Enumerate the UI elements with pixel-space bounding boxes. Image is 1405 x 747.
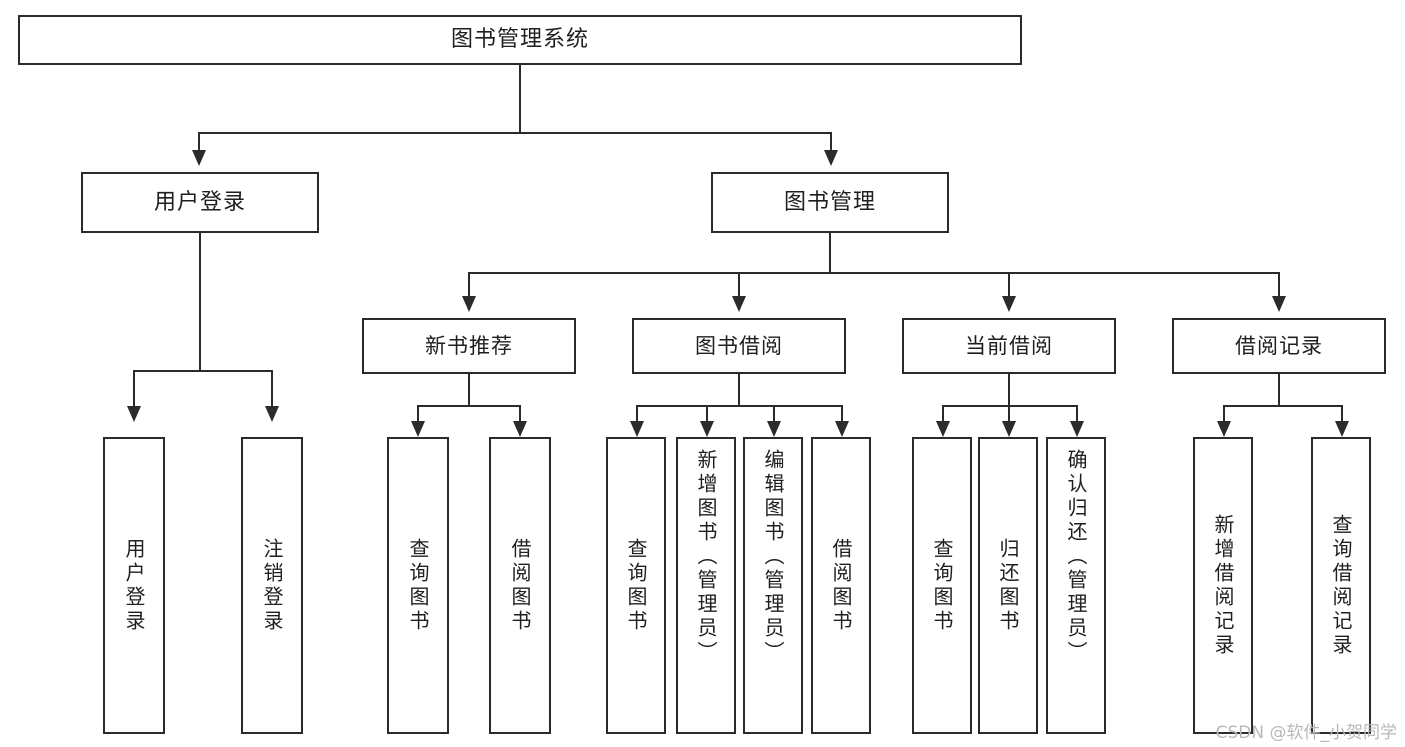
arrowhead-leaf-query-book-3 — [936, 421, 950, 437]
arrowhead-leaf-borrow-book-1 — [513, 421, 527, 437]
node-label: 借阅图书 — [829, 537, 853, 634]
connector-current-borrow-drop-2 — [1008, 405, 1010, 423]
arrowhead-leaf-add-record — [1217, 421, 1231, 437]
connector-new-book-bus — [417, 405, 520, 407]
node-label: 图书管理系统 — [450, 27, 589, 53]
node-label: 查询图书 — [930, 537, 954, 634]
node-label: 图书借阅 — [695, 333, 783, 358]
node-label: 新增图书（管理员） — [694, 449, 718, 665]
connector-to-current-borrow — [1008, 272, 1010, 298]
connector-borrow-record-stem — [1278, 374, 1280, 406]
connector-current-borrow-stem — [1008, 374, 1010, 406]
arrowhead-leaf-add-book — [700, 421, 714, 437]
node-label: 确认归还（管理员） — [1064, 449, 1088, 665]
watermark-text: CSDN @软件_小贺同学 — [1215, 723, 1397, 743]
connector-to-user-login — [198, 132, 200, 152]
leaf-logout: 注销登录 — [241, 437, 303, 734]
node-label: 图书管理 — [783, 189, 876, 215]
node-book-borrow: 图书借阅 — [632, 318, 846, 374]
connector-root-bus — [198, 132, 832, 134]
connector-user-login-right-drop — [271, 370, 273, 408]
connector-borrow-record-drop-1 — [1223, 405, 1225, 423]
arrowhead-book-borrow — [732, 296, 746, 312]
node-label: 当前借阅 — [965, 333, 1053, 358]
connector-book-borrow-drop-4 — [841, 405, 843, 423]
node-label: 用户登录 — [153, 189, 246, 215]
arrowhead-leaf-borrow-book-2 — [835, 421, 849, 437]
leaf-borrow-book-new: 借阅图书 — [489, 437, 551, 734]
node-user-login: 用户登录 — [81, 172, 319, 233]
arrowhead-leaf-edit-book — [767, 421, 781, 437]
arrowhead-current-borrow — [1002, 296, 1016, 312]
node-label: 新书推荐 — [425, 333, 513, 358]
connector-user-login-bus — [133, 370, 272, 372]
node-borrow-record: 借阅记录 — [1172, 318, 1386, 374]
arrowhead-leaf-query-book-1 — [411, 421, 425, 437]
arrowhead-leaf-confirm-return — [1070, 421, 1084, 437]
node-label: 查询借阅记录 — [1329, 513, 1353, 658]
connector-new-book-drop-1 — [417, 405, 419, 423]
connector-user-login-stem — [199, 233, 201, 371]
connector-book-borrow-stem — [738, 374, 740, 406]
arrowhead-leaf-return-book — [1002, 421, 1016, 437]
leaf-user-login: 用户登录 — [103, 437, 165, 734]
node-label: 用户登录 — [122, 537, 146, 634]
leaf-return-book: 归还图书 — [978, 437, 1038, 734]
node-label: 查询图书 — [624, 537, 648, 634]
leaf-query-borrow-record: 查询借阅记录 — [1311, 437, 1371, 734]
node-label: 借阅图书 — [508, 537, 532, 634]
connector-new-book-drop-2 — [519, 405, 521, 423]
connector-current-borrow-drop-3 — [1076, 405, 1078, 423]
connector-borrow-record-drop-2 — [1341, 405, 1343, 423]
leaf-confirm-return-admin: 确认归还（管理员） — [1046, 437, 1106, 734]
node-label: 查询图书 — [406, 537, 430, 634]
leaf-borrow-book-borrow: 借阅图书 — [811, 437, 871, 734]
leaf-query-book-borrow: 查询图书 — [606, 437, 666, 734]
connector-book-borrow-drop-2 — [706, 405, 708, 423]
node-new-book-recommend: 新书推荐 — [362, 318, 576, 374]
leaf-edit-book-admin: 编辑图书（管理员） — [743, 437, 803, 734]
connector-root-stem — [519, 65, 521, 133]
connector-to-borrow-record — [1278, 272, 1280, 298]
arrowhead-borrow-record — [1272, 296, 1286, 312]
connector-level3-bus — [468, 272, 1280, 274]
connector-book-borrow-drop-3 — [773, 405, 775, 423]
connector-to-new-book — [468, 272, 470, 298]
connector-book-borrow-bus — [636, 405, 843, 407]
connector-borrow-record-bus — [1223, 405, 1343, 407]
connector-current-borrow-drop-1 — [942, 405, 944, 423]
connector-to-book-mgmt — [830, 132, 832, 152]
connector-to-book-borrow — [738, 272, 740, 298]
connector-user-login-left-drop — [133, 370, 135, 408]
node-label: 借阅记录 — [1235, 333, 1323, 358]
node-label: 编辑图书（管理员） — [761, 449, 785, 665]
arrowhead-new-book — [462, 296, 476, 312]
connector-new-book-stem — [468, 374, 470, 406]
arrowhead-leaf-query-record — [1335, 421, 1349, 437]
connector-book-borrow-drop-1 — [636, 405, 638, 423]
connector-book-mgmt-stem — [829, 233, 831, 273]
arrowhead-user-login — [192, 150, 206, 166]
node-root-system: 图书管理系统 — [18, 15, 1022, 65]
arrowhead-leaf-logout — [265, 406, 279, 422]
leaf-add-borrow-record: 新增借阅记录 — [1193, 437, 1253, 734]
node-book-management: 图书管理 — [711, 172, 949, 233]
node-label: 新增借阅记录 — [1211, 513, 1235, 658]
node-label: 归还图书 — [996, 537, 1020, 634]
leaf-query-book-new: 查询图书 — [387, 437, 449, 734]
arrowhead-leaf-user-login — [127, 406, 141, 422]
node-label: 注销登录 — [260, 537, 284, 634]
arrowhead-leaf-query-book-2 — [630, 421, 644, 437]
arrowhead-book-mgmt — [824, 150, 838, 166]
leaf-add-book-admin: 新增图书（管理员） — [676, 437, 736, 734]
leaf-query-book-current: 查询图书 — [912, 437, 972, 734]
node-current-borrow: 当前借阅 — [902, 318, 1116, 374]
